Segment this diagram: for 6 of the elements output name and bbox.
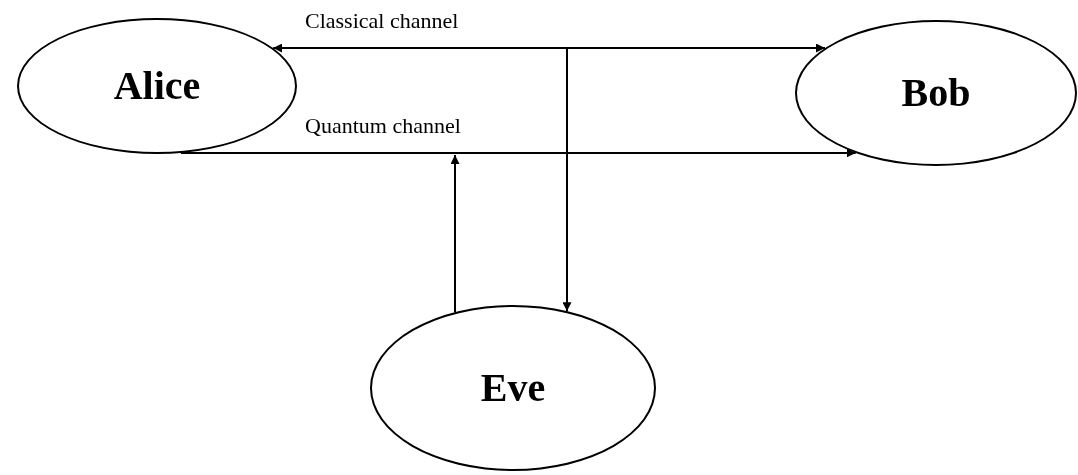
node-label: Alice xyxy=(113,66,201,106)
node-label: Eve xyxy=(480,368,546,408)
arrow xyxy=(450,154,460,314)
arrow xyxy=(562,47,572,313)
node-label: Bob xyxy=(901,73,971,113)
arrow xyxy=(272,43,826,53)
